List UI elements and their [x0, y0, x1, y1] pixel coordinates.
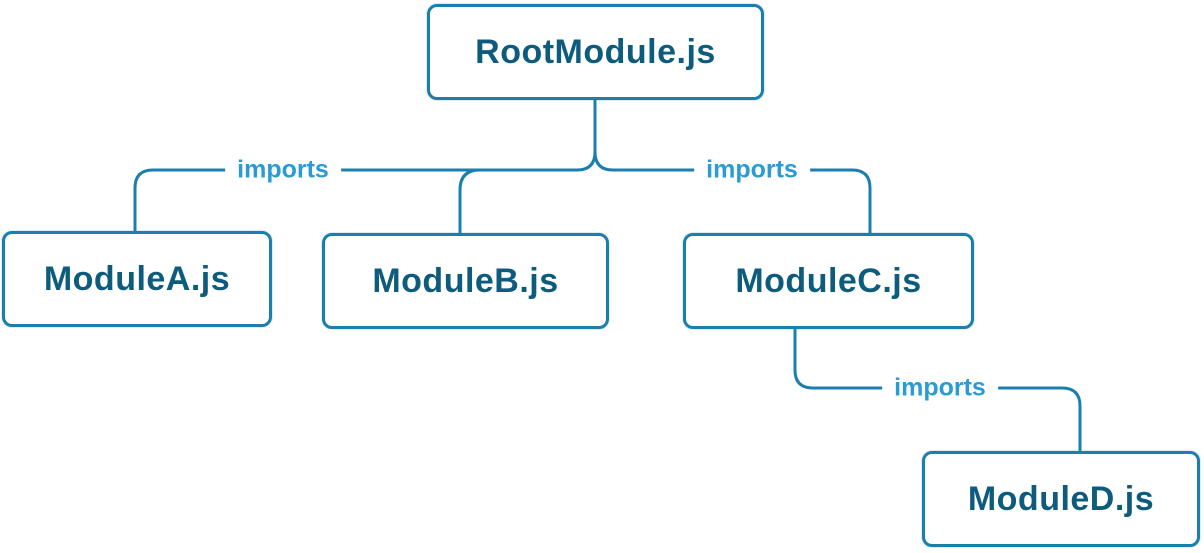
node-rootmodule: RootModule.js — [427, 4, 764, 100]
node-modulec: ModuleC.js — [683, 233, 974, 329]
edge-root-to-c — [593, 151, 872, 233]
node-moduled: ModuleD.js — [922, 451, 1200, 547]
node-rootmodule-label: RootModule.js — [475, 32, 716, 71]
node-moduleb-label: ModuleB.js — [372, 261, 559, 300]
edge-root-to-b — [458, 168, 481, 233]
node-modulec-label: ModuleC.js — [735, 261, 922, 300]
edge-label-imports-d: imports — [882, 373, 998, 403]
edge-root-to-a — [133, 151, 597, 231]
node-moduled-label: ModuleD.js — [967, 479, 1155, 518]
edge-label-imports-c: imports — [694, 155, 810, 185]
node-modulea: ModuleA.js — [2, 231, 272, 327]
edge-label-imports-a: imports — [225, 155, 341, 185]
node-moduleb: ModuleB.js — [322, 233, 609, 329]
node-modulea-label: ModuleA.js — [43, 259, 231, 298]
